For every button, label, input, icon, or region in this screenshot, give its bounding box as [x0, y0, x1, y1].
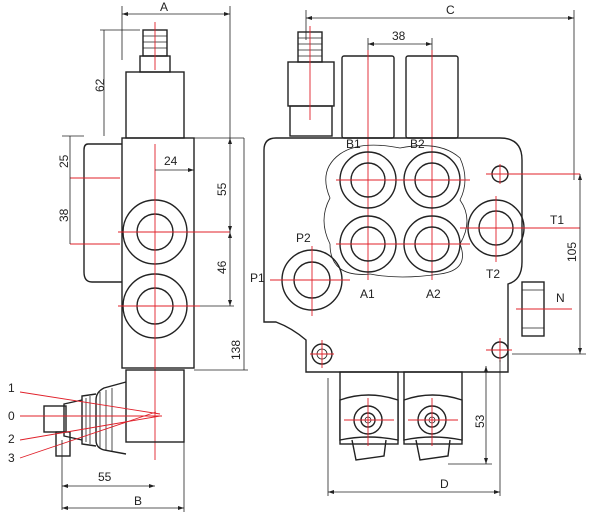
dim-d: D: [440, 477, 449, 491]
position-2: 2: [8, 432, 15, 446]
lever-housing: [125, 369, 185, 443]
label-t2: T2: [486, 267, 500, 281]
dim-46: 46: [215, 260, 229, 274]
position-0: 0: [8, 409, 15, 423]
side-body: [121, 137, 195, 369]
label-t1: T1: [550, 213, 564, 227]
dim-55-top: 55: [215, 182, 229, 196]
dim-c: C: [446, 3, 455, 17]
dim-62: 62: [93, 78, 107, 92]
dim-b: B: [134, 494, 142, 508]
dim-25: 25: [57, 154, 71, 168]
label-b1: B1: [346, 137, 361, 151]
label-p1: P1: [250, 271, 265, 285]
side-view: A 62 25 38 24: [8, 0, 248, 512]
dim-a: A: [160, 0, 168, 14]
dim-38-left: 38: [57, 208, 71, 222]
dim-24: 24: [164, 154, 178, 168]
label-b2: B2: [410, 137, 425, 151]
label-p2: P2: [296, 231, 311, 245]
dim-55-bottom: 55: [98, 470, 112, 484]
front-view: C 38: [250, 3, 586, 496]
label-n: N: [556, 291, 565, 305]
label-a2: A2: [426, 287, 441, 301]
position-1: 1: [8, 381, 15, 395]
dim-38-top: 38: [392, 29, 406, 43]
dim-105: 105: [565, 242, 579, 262]
dim-138: 138: [229, 340, 243, 360]
position-3: 3: [8, 451, 15, 465]
dim-53: 53: [473, 414, 487, 428]
label-a1: A1: [360, 287, 375, 301]
